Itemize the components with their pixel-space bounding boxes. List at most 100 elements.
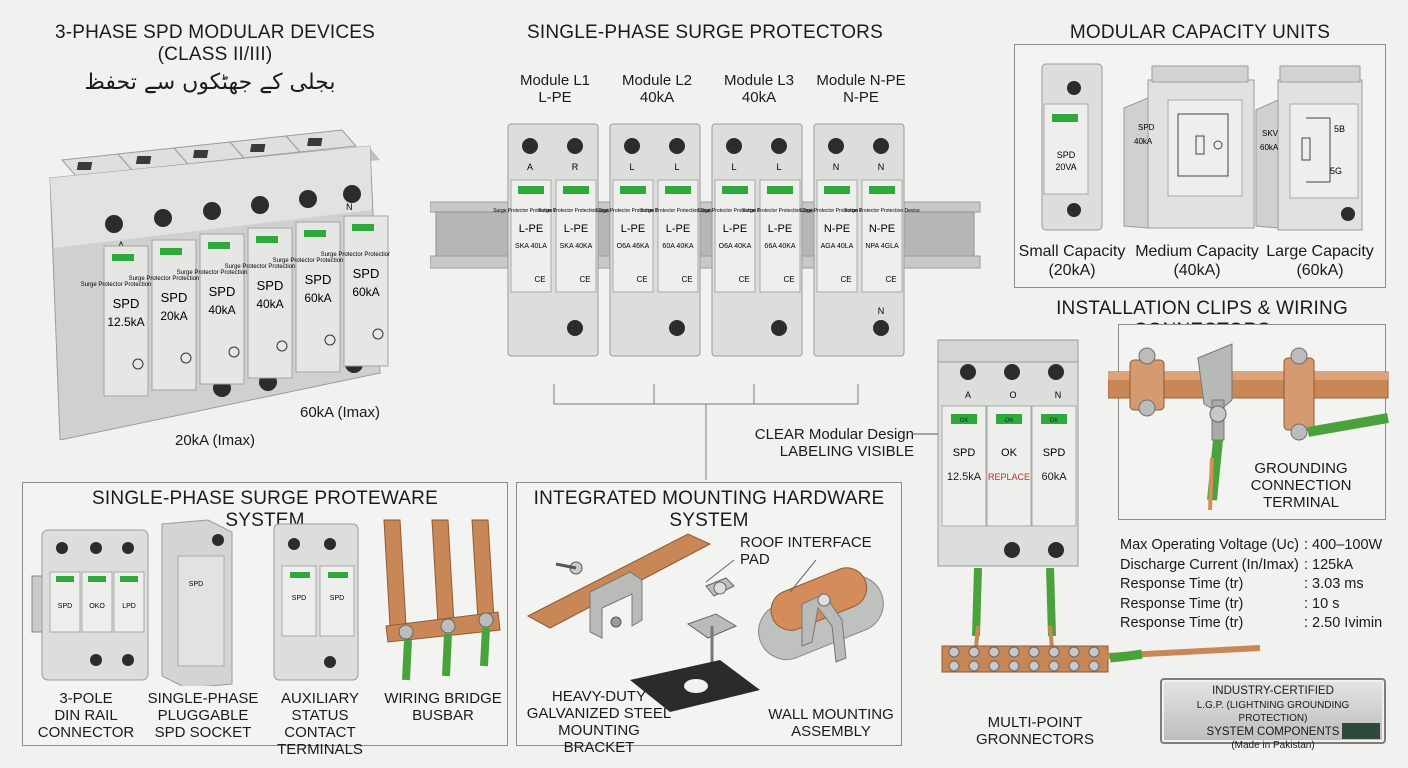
pole-terminal: A (527, 162, 533, 172)
small-unit-rating: 20VA (1055, 162, 1076, 172)
three-phase-module: Surge Protector Protection DeviceSPD12.5… (81, 245, 172, 397)
small-unit-spd: SPD (1057, 150, 1076, 160)
capacity-label-1: Medium Capacity(40kA) (1130, 242, 1264, 280)
spec-value: : 2.50 Ivimin (1304, 615, 1383, 631)
capacity-label-0: Small Capacity(20kA) (1014, 242, 1130, 280)
module-rating: 40kA (208, 303, 235, 317)
spec-key: Response Time (tr) (1120, 595, 1244, 612)
pole-rating: 60A 40KA (662, 243, 693, 250)
single-phase-title: SINGLE-PHASE SURGE PROTECTORS (527, 22, 883, 43)
pole-rating: NPA 4GLA (865, 243, 899, 250)
module-header-line1: Module L1 (519, 72, 591, 89)
pole-small-text: Surge Protector Protection Device (697, 208, 773, 214)
pole-small-text: Surge Protector Protection Device (493, 208, 569, 214)
proteware-label-line: TERMINALS (277, 741, 363, 758)
wall-mount-label: WALL MOUNTING ASSEMBLY (768, 706, 894, 740)
module-name: SPD (161, 290, 188, 305)
large-capacity-unit: 5B 5G SKV 60kA (1255, 65, 1363, 231)
spec-value: : 125kA (1304, 556, 1354, 573)
module-header-line1: Module L3 (723, 72, 795, 89)
medium-unit-spd: SPD (1138, 123, 1155, 132)
capacity-label-value: (20kA) (1048, 262, 1096, 279)
pole-rating: AGA 40LA (821, 243, 854, 250)
module-name: SPD (353, 266, 380, 281)
busbar-screw (1048, 660, 1060, 672)
spec-row: Response Time (tr) : 2.50 Ivimin (1120, 614, 1400, 634)
large-unit-rating: SKV (1262, 129, 1279, 138)
spec-row: Max Operating Voltage (Uc): 400–100W (1120, 536, 1400, 556)
ce-mark: CE (885, 275, 896, 284)
proteware-label-line: AUXILIARY (280, 690, 360, 707)
proteware-label-line: 3-POLE (59, 690, 113, 707)
capacity-label-name: Medium Capacity (1135, 243, 1259, 260)
multi-point-label: MULTI-POINT GRONNECTORS (975, 714, 1095, 748)
module-rating: 60kA (352, 285, 379, 299)
module-rating: 60kA (304, 291, 331, 305)
three-pole-terminal: N (1055, 390, 1062, 400)
module-name: SPD (209, 284, 236, 299)
busbar-screw (1008, 660, 1020, 672)
grounding-terminal-label: GROUNDING CONNECTION TERMINAL (1250, 460, 1352, 511)
module-header-line2: 40kA (639, 89, 675, 106)
grounding-clip-illustration (1108, 343, 1389, 511)
module-header-line2: L-PE (538, 89, 572, 106)
urdu-tagline: بجلی کے جھٹکوں سے تحفظ (84, 70, 336, 95)
three-pole-rating: 12.5kA (947, 471, 982, 483)
spec-row: Response Time (tr) : 10 s (1120, 595, 1400, 615)
module-rating: 20kA (160, 309, 187, 323)
three-pole-terminal: A (965, 390, 971, 400)
pole-terminal: L (776, 162, 781, 172)
ce-mark: CE (738, 275, 749, 284)
three-phase-subtitle: (CLASS II/III) (157, 44, 273, 65)
module-small-text: Surge Protector Protection Device (81, 282, 172, 288)
medium-capacity-unit: SPD 40kA (1123, 65, 1255, 229)
pole-mid-label: N-PE (869, 223, 895, 235)
certification-badge: INDUSTRY-CERTIFIED L.G.P. (LIGHTNING GRO… (1160, 678, 1386, 751)
spec-value: : 10 s (1304, 595, 1340, 612)
pole-terminal: L (674, 162, 679, 172)
three-pole-rating: 60kA (1041, 471, 1067, 483)
spec-value: : 400–100W (1304, 537, 1383, 553)
ce-mark: CE (534, 275, 545, 284)
pole-small-text: Surge Protector Protection Device (844, 208, 920, 214)
medium-unit-rating: 40kA (1134, 137, 1153, 146)
pw-label-2: LPD (122, 603, 136, 610)
pw-label-1: OKO (89, 603, 105, 610)
pole-terminal: L (731, 162, 736, 172)
proteware-label-line: WIRING BRIDGE (384, 690, 502, 707)
pole-rating: O6A 46KA (617, 243, 650, 250)
pole-terminal: R (572, 162, 579, 172)
pole-rating: SKA 40LA (515, 243, 547, 250)
pw-label-3: SPD (292, 595, 306, 602)
busbar-screw (968, 646, 980, 658)
three-pole-name: SPD (953, 447, 976, 459)
pw-label-0: SPD (58, 603, 72, 610)
bottom-n-label: N (878, 306, 885, 316)
proteware-label-line: PLUGGABLE (157, 707, 249, 724)
spec-key: Response Time (tr) (1120, 615, 1244, 631)
capacity-title: MODULAR CAPACITY UNITS (1040, 22, 1360, 44)
imax-left-label: 20kA (Imax) (174, 432, 256, 449)
proteware-label-line: CONNECTOR (37, 724, 135, 741)
capacity-label-name: Large Capacity (1266, 243, 1374, 260)
busbar-screw (968, 660, 980, 672)
proteware-label-line: SINGLE-PHASE (147, 690, 259, 707)
spec-value: : 3.03 ms (1304, 576, 1364, 592)
module-small-text: Surge Protector Protection Device (321, 252, 390, 258)
busbar-screw (1068, 646, 1080, 658)
badge-line-1: INDUSTRY-CERTIFIED (1212, 685, 1334, 697)
proteware-title: SINGLE-PHASE SURGE PROTEWARE SYSTEM (92, 488, 438, 531)
